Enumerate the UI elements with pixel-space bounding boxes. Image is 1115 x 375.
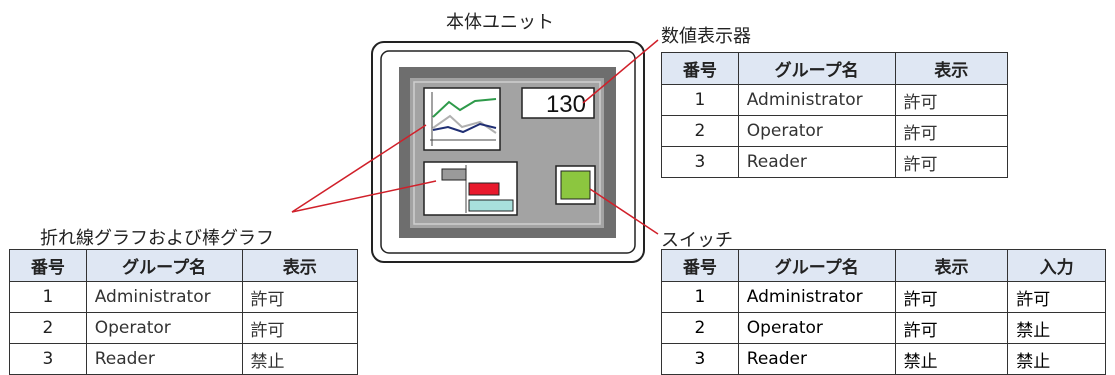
- line-graph-window: [423, 87, 501, 151]
- header-group-name: グループ名: [737, 52, 896, 85]
- header-group-name: グループ名: [737, 249, 896, 282]
- row-group-name: Operator: [737, 312, 896, 344]
- numeric-display-permission-table: 番号 グループ名 表示 1 Administrator 許可 2 Operato…: [661, 52, 1009, 178]
- row-number: 2: [661, 115, 739, 147]
- table-row: 1 Administrator 許可: [661, 84, 1009, 116]
- graph-permission-table: 番号 グループ名 表示 1 Administrator 許可 2 Operato…: [9, 249, 359, 375]
- row-group-name: Administrator: [737, 84, 896, 116]
- row-number: 1: [661, 84, 739, 116]
- header-input: 入力: [1007, 249, 1106, 282]
- table-row: 2 Operator 許可 禁止: [661, 312, 1106, 344]
- switch-caption: スイッチ: [661, 230, 733, 251]
- table-row: 2 Operator 許可: [661, 115, 1009, 147]
- callout-line-graph-upper: [291, 124, 427, 213]
- table-row: 3 Reader 禁止 禁止: [661, 343, 1106, 375]
- row-number: 3: [661, 343, 739, 375]
- bar-teal: [468, 199, 514, 212]
- table-row: 3 Reader 許可: [661, 146, 1009, 178]
- header-display: 表示: [894, 249, 1009, 282]
- row-number: 1: [661, 281, 739, 313]
- callout-line-numeric: [582, 39, 659, 104]
- bar-gray: [441, 168, 467, 181]
- row-group-name: Administrator: [737, 281, 896, 313]
- header-number: 番号: [9, 249, 87, 282]
- row-display-permission: 許可: [894, 281, 1009, 313]
- switch-button: [560, 170, 591, 200]
- table-row: 1 Administrator 許可: [9, 281, 359, 313]
- row-display-permission: 許可: [894, 146, 1009, 178]
- row-display-permission: 禁止: [241, 343, 359, 375]
- numeric-display-value: 130: [546, 91, 586, 118]
- line-series-navy: [432, 122, 497, 134]
- table-row: 1 Administrator 許可 許可: [661, 281, 1106, 313]
- row-number: 2: [9, 312, 87, 344]
- row-display-permission: 許可: [241, 281, 359, 313]
- row-display-permission: 許可: [894, 84, 1009, 116]
- row-display-permission: 許可: [241, 312, 359, 344]
- row-display-permission: 許可: [894, 115, 1009, 147]
- row-group-name: Reader: [85, 343, 243, 375]
- row-number: 2: [661, 312, 739, 344]
- row-group-name: Administrator: [85, 281, 243, 313]
- row-display-permission: 禁止: [894, 343, 1009, 375]
- table-header-row: 番号 グループ名 表示 入力: [661, 249, 1106, 282]
- callout-line-graph-lower: [291, 180, 437, 213]
- row-input-permission: 禁止: [1007, 312, 1106, 344]
- header-display: 表示: [894, 52, 1009, 85]
- row-display-permission: 許可: [894, 312, 1009, 344]
- header-number: 番号: [661, 52, 739, 85]
- header-display: 表示: [241, 249, 359, 282]
- graph-caption: 折れ線グラフおよび棒グラフ: [40, 228, 274, 249]
- unit-caption: 本体ユニット: [446, 12, 554, 33]
- header-group-name: グループ名: [85, 249, 243, 282]
- switch-permission-table: 番号 グループ名 表示 入力 1 Administrator 許可 許可 2 O…: [661, 249, 1106, 375]
- row-group-name: Reader: [737, 343, 896, 375]
- header-number: 番号: [661, 249, 739, 282]
- table-header-row: 番号 グループ名 表示: [9, 249, 359, 282]
- row-group-name: Operator: [85, 312, 243, 344]
- row-group-name: Operator: [737, 115, 896, 147]
- bar-red: [468, 182, 500, 196]
- row-number: 3: [661, 146, 739, 178]
- numeric-display-caption: 数値表示器: [661, 26, 751, 47]
- table-row: 3 Reader 禁止: [9, 343, 359, 375]
- screen-inner-border: [413, 81, 601, 225]
- line-series-green: [432, 98, 497, 118]
- row-number: 1: [9, 281, 87, 313]
- row-group-name: Reader: [737, 146, 896, 178]
- numeric-display-box: [521, 87, 595, 119]
- table-header-row: 番号 グループ名 表示: [661, 52, 1009, 85]
- callout-line-switch: [589, 188, 659, 235]
- row-input-permission: 禁止: [1007, 343, 1106, 375]
- table-row: 2 Operator 許可: [9, 312, 359, 344]
- row-input-permission: 許可: [1007, 281, 1106, 313]
- row-number: 3: [9, 343, 87, 375]
